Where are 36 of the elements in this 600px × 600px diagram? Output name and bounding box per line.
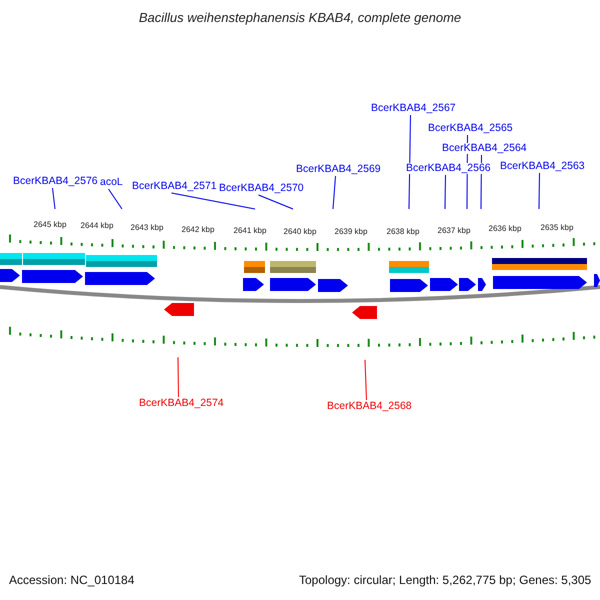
scale-label: 2641 kbp bbox=[234, 227, 266, 235]
leader-line bbox=[52, 188, 56, 210]
scale-label: 2636 kbp bbox=[488, 225, 522, 233]
gene-label: BcerKBAB4_2571 bbox=[132, 181, 217, 192]
leader-line bbox=[408, 114, 411, 210]
gene-label: BcerKBAB4_2564 bbox=[442, 143, 527, 154]
accession-text: Accession: NC_010184 bbox=[9, 574, 134, 586]
gene-label: BcerKBAB4_2567 bbox=[371, 103, 456, 114]
gene-label: BcerKBAB4_2565 bbox=[428, 123, 513, 134]
gene-label: BcerKBAB4_2570 bbox=[219, 183, 304, 194]
leader-line bbox=[332, 176, 336, 210]
genome-summary: Topology: circular; Length: 5,262,775 bp; Genes: 5,305 bbox=[299, 574, 592, 586]
scale-label: 2639 kbp bbox=[334, 228, 368, 236]
gene-label: BcerKBAB4_2569 bbox=[296, 164, 381, 174]
genome-title: Bacillus weihenstephanensis KBAB4, complete genome bbox=[138, 11, 462, 24]
leader-line bbox=[178, 356, 179, 398]
scale-label: 2642 kbp bbox=[182, 226, 214, 234]
leader-line bbox=[108, 188, 122, 210]
scale-label: 2637 kbp bbox=[438, 227, 470, 235]
gene-label: BcerKBAB4_2576 bbox=[13, 176, 98, 186]
gene-label: BcerKBAB4_2563 bbox=[500, 161, 585, 172]
leader-line bbox=[444, 174, 446, 210]
leader-line bbox=[171, 192, 256, 210]
gene-label: BcerKBAB4_2574 bbox=[139, 398, 224, 408]
leader-line bbox=[364, 359, 367, 400]
leader-line bbox=[538, 172, 540, 210]
gene-label: acoL bbox=[100, 177, 123, 188]
scale-label: 2644 kbp bbox=[80, 222, 114, 230]
scale-label: 2645 kbp bbox=[34, 221, 66, 229]
scale-label: 2640 kbp bbox=[284, 228, 316, 236]
gene-label: BcerKBAB4_2568 bbox=[327, 401, 412, 412]
scale-label: 2638 kbp bbox=[386, 228, 420, 236]
leader-line bbox=[258, 194, 294, 210]
gene-label: BcerKBAB4_2566 bbox=[406, 163, 491, 174]
scale-label: 2635 kbp bbox=[540, 224, 574, 232]
scale-label: 2643 kbp bbox=[130, 224, 164, 232]
